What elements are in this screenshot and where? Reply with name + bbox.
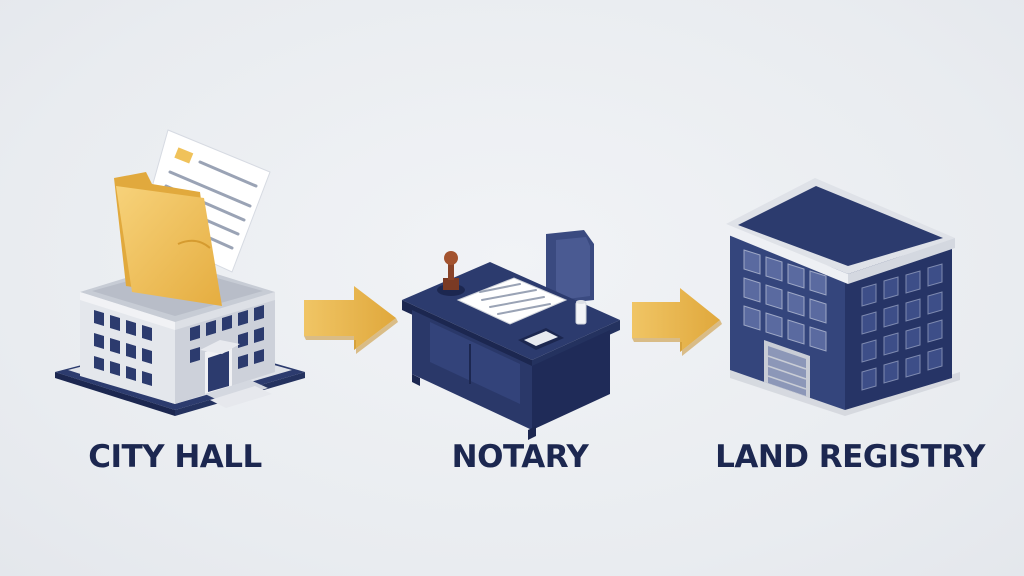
cup-icon: [575, 300, 587, 325]
step-label-notary: NOTARY: [451, 439, 589, 475]
land-registry-building-icon: [726, 178, 960, 416]
office-chair-icon: [546, 230, 594, 304]
document-icon: [456, 277, 568, 325]
tablet-icon: [518, 328, 564, 350]
document-folder-icon: [114, 129, 271, 306]
arrow-right-icon: [304, 286, 398, 354]
step-label-city-hall: CITY HALL: [88, 439, 262, 475]
step-label-land-registry: LAND REGISTRY: [715, 439, 985, 475]
rubber-stamp-icon: [437, 251, 465, 296]
notary-desk-icon: [402, 230, 620, 440]
city-hall-building-icon: [55, 129, 305, 416]
arrow-right-icon: [632, 288, 722, 356]
